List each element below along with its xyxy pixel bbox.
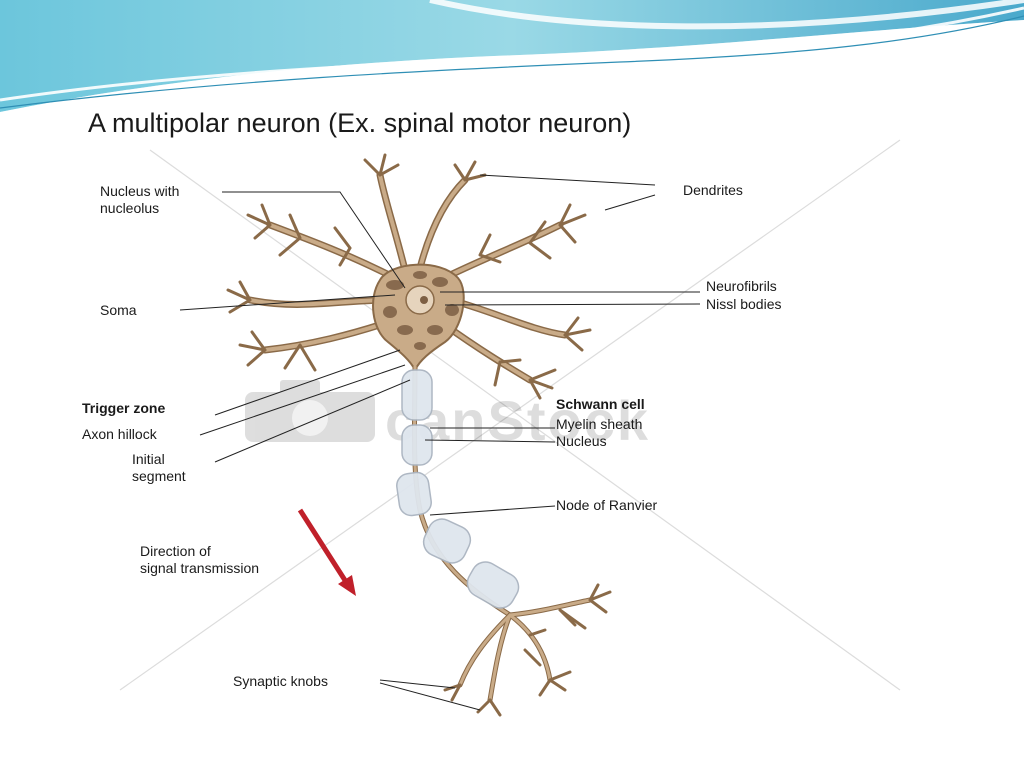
leader-lines — [179, 174, 701, 711]
header-wave-decoration — [0, 0, 1024, 118]
nissl-bodies — [383, 271, 459, 350]
soma-shape — [372, 263, 465, 373]
label-neurofibrils: Neurofibrils — [706, 278, 777, 294]
label-schwann-cell: Schwann cell — [556, 396, 645, 412]
label-segment: segment — [132, 468, 186, 484]
myelin-segments — [396, 369, 520, 609]
axon-terminals — [443, 583, 612, 717]
label-signal-transmission: signal transmission — [140, 560, 260, 576]
label-nucleus: Nucleus — [556, 433, 607, 449]
label-synaptic-knobs: Synaptic knobs — [233, 673, 328, 689]
direction-arrow — [297, 508, 356, 596]
label-nucleolus: nucleolus — [100, 200, 160, 216]
page-title: A multipolar neuron (Ex. spinal motor ne… — [88, 108, 632, 138]
label-axon-hillock: Axon hillock — [82, 426, 157, 442]
label-nissl-bodies: Nissl bodies — [706, 296, 782, 312]
label-dendrites: Dendrites — [683, 182, 743, 198]
label-trigger-zone: Trigger zone — [82, 400, 166, 416]
label-soma: Soma — [100, 302, 137, 318]
label-direction-of: Direction of — [140, 543, 211, 559]
nucleolus-shape — [420, 296, 428, 304]
label-initial: Initial — [132, 451, 165, 467]
label-myelin-sheath: Myelin sheath — [556, 416, 643, 432]
label-nucleus-with: Nucleus with — [100, 183, 180, 199]
label-node-of-ranvier: Node of Ranvier — [556, 497, 658, 513]
